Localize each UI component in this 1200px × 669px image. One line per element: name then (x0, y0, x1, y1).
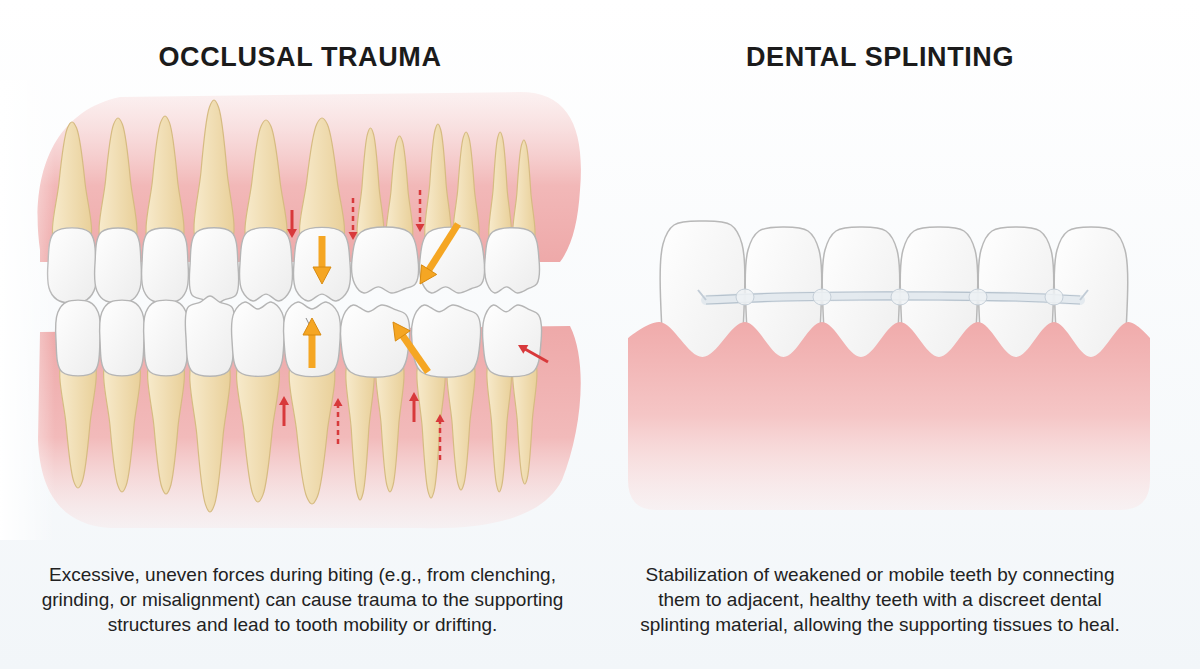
splint-bond (1045, 289, 1063, 305)
force-arrow (402, 335, 428, 372)
panel-caption: Excessive, uneven forces during biting (… (25, 562, 580, 637)
lower-tooth-crown (232, 302, 285, 376)
panel-title: OCCLUSAL TRAUMA (0, 42, 600, 73)
upper-tooth-crown (95, 228, 142, 303)
occlusal-trauma-illustration (0, 80, 581, 540)
stress-arrow-dashed-head (334, 398, 343, 406)
stress-arrow-dashed-head (416, 224, 425, 232)
lower-tooth-crown (56, 300, 101, 376)
lower-tooth-crown (341, 305, 410, 377)
edge-fade (0, 80, 55, 540)
stress-arrow-dashed (439, 421, 442, 460)
panel-title: DENTAL SPLINTING (600, 42, 1160, 73)
upper-tooth-crown (293, 227, 350, 301)
tooth-root (190, 355, 230, 512)
stress-arrow (283, 404, 286, 426)
lower-tooth-crown (144, 300, 189, 376)
tooth-root (346, 357, 374, 500)
stress-arrow-dashed (419, 190, 422, 225)
lower-tooth-crown (185, 296, 235, 376)
panel-caption: Stabilization of weakened or mobile teet… (632, 562, 1128, 637)
tooth-root (194, 100, 234, 249)
dental-splinting-illustration (628, 221, 1150, 510)
upper-tooth-crown (352, 227, 419, 293)
upper-tooth-crown (189, 228, 239, 306)
stress-arrow-head (409, 392, 419, 401)
force-arrow-head (313, 267, 331, 284)
stress-arrow-dashed-head (349, 232, 358, 240)
stress-arrow (291, 210, 294, 230)
force-arrow (319, 236, 326, 268)
force-arrow (309, 334, 316, 368)
force-arrow-head (303, 318, 321, 335)
stress-arrow (413, 400, 416, 422)
stress-arrow-dashed-head (436, 414, 445, 422)
splint-end (698, 290, 1088, 300)
splint-bond (969, 289, 987, 305)
force-arrow-head (393, 322, 410, 341)
splint-bond (813, 289, 831, 305)
lower-tooth-crown (483, 305, 542, 377)
gum-band (628, 322, 1150, 510)
stress-arrow-dashed (352, 198, 355, 233)
stress-arrow-dashed (337, 405, 340, 444)
splint-bond (891, 289, 909, 305)
stress-arrow-head (279, 396, 289, 405)
lower-tooth-crown (283, 302, 340, 377)
stress-arrow-head (287, 229, 297, 238)
upper-tooth-crown (240, 228, 293, 301)
upper-tooth-crown (485, 228, 540, 293)
splint-bond (736, 289, 754, 305)
upper-tooth-crown (142, 228, 189, 303)
force-arrow-head (420, 265, 437, 284)
lower-tooth-crown (100, 300, 145, 376)
stress-arrow (525, 349, 548, 362)
force-arrow (429, 224, 458, 270)
stress-arrow-head (518, 345, 528, 354)
